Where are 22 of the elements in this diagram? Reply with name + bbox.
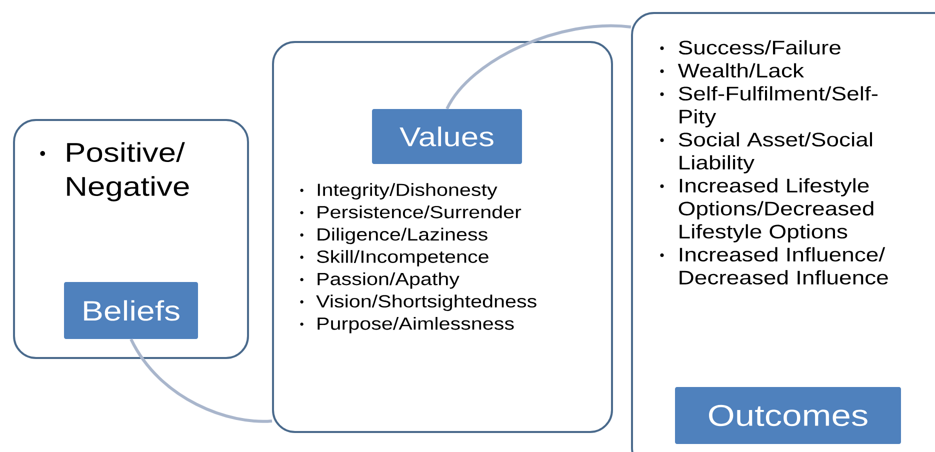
title-label: Outcomes bbox=[675, 386, 901, 444]
bullet-item: Self-Fulfilment/Self-Pity bbox=[660, 86, 878, 128]
bullet-item: Skill/Incompetence bbox=[300, 250, 488, 266]
bullet-item: Increased Influence/ Decreased Influence bbox=[660, 247, 888, 284]
bullet-item: Positive/ Negative bbox=[40, 142, 189, 202]
bullet-item: Social Asset/Social Liability bbox=[660, 132, 872, 174]
bullet-item: Persistence/Surrender bbox=[300, 205, 522, 218]
bullet-item: Success/Failure bbox=[660, 40, 840, 54]
connector-curve bbox=[130, 338, 272, 423]
title-label: Values bbox=[372, 109, 522, 164]
rounded-box bbox=[13, 119, 249, 359]
bullet-item: Diligence/Laziness bbox=[300, 228, 488, 244]
connector-curve bbox=[446, 24, 632, 110]
rounded-box bbox=[631, 12, 935, 452]
bullet-item: Wealth/Lack bbox=[660, 63, 804, 78]
bullet-item: Purpose/Aimlessness bbox=[300, 316, 514, 334]
bullet-item: Increased Lifestyle Options/Decreased Lifestyle Options bbox=[660, 178, 874, 242]
bullet-item: Integrity/Dishonesty bbox=[300, 183, 498, 200]
bullet-item: Passion/Apathy bbox=[300, 272, 460, 289]
bullet-item: Vision/Shortsightedness bbox=[300, 294, 536, 311]
title-label: Beliefs bbox=[64, 282, 198, 339]
rounded-box bbox=[272, 41, 613, 433]
